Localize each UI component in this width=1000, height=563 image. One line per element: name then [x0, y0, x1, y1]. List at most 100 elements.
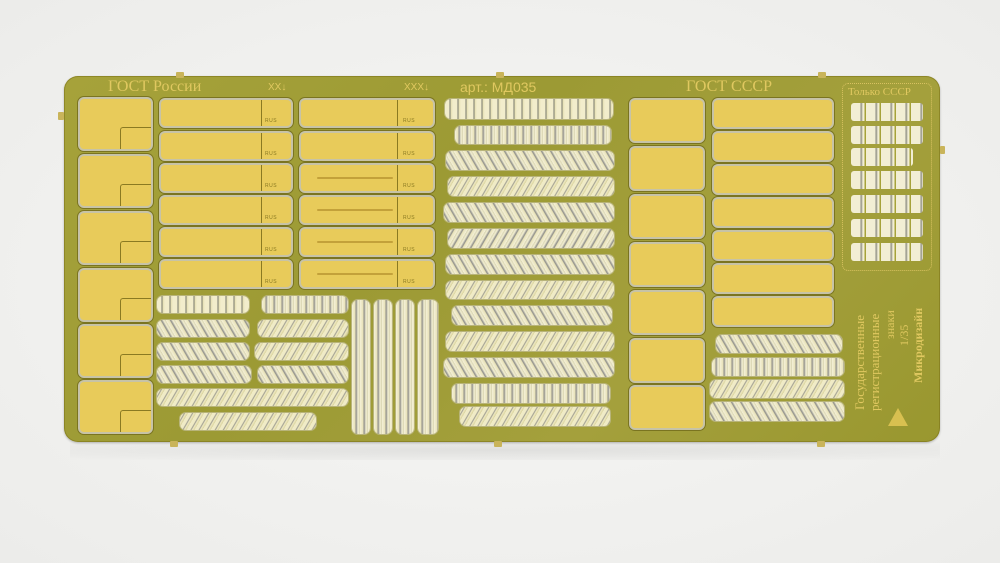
- rus-mark: RUS: [265, 279, 278, 285]
- sheet-tab: [817, 441, 825, 447]
- character-strip: [455, 126, 611, 144]
- letter-row: [851, 219, 923, 237]
- plate-ussr-long: [714, 166, 832, 193]
- rus-mark: RUS: [265, 215, 278, 221]
- microdesign-logo-icon: [888, 408, 908, 426]
- sheet-tab: [170, 441, 178, 447]
- character-strip: [448, 177, 614, 196]
- letter-row: [851, 243, 923, 261]
- only-ussr-box: [842, 83, 932, 271]
- plate-rus: RUS: [161, 133, 291, 159]
- desc-line-3: знаки: [883, 310, 897, 340]
- rus-mark: RUS: [403, 279, 416, 285]
- plate-rus: RUS: [161, 261, 291, 287]
- letter-row: [851, 195, 923, 213]
- rus-mark: RUS: [265, 151, 278, 157]
- character-strip: [452, 306, 612, 325]
- plate-square: [80, 270, 151, 320]
- label-gost-russia: ГОСТ России: [108, 78, 202, 95]
- plate-ussr-square: [631, 340, 703, 381]
- character-strip: [444, 358, 614, 377]
- character-strip: [716, 335, 842, 353]
- character-strip: [446, 332, 614, 351]
- rus-mark: RUS: [265, 247, 278, 253]
- character-strip: [157, 366, 251, 383]
- plate-ussr-long: [714, 100, 832, 127]
- vertical-description: Микродизайн: [911, 290, 925, 400]
- character-strip-vertical: [374, 300, 392, 434]
- plate-ussr-square: [631, 292, 703, 333]
- plate-ussr-square: [631, 148, 703, 189]
- plate-ussr-square: [631, 196, 703, 237]
- character-strip-vertical: [352, 300, 370, 434]
- plate-rus: RUS: [301, 100, 433, 126]
- plate-ussr-long: [714, 199, 832, 226]
- rus-mark: RUS: [403, 247, 416, 253]
- label-article: арт.: МД035: [460, 79, 537, 95]
- rus-mark: RUS: [265, 118, 278, 124]
- character-strip: [258, 366, 348, 383]
- character-strip: [446, 281, 614, 299]
- desc-line-2: регистрационные: [867, 313, 882, 412]
- plate-rus: RUS: [161, 165, 291, 191]
- character-strip: [258, 320, 348, 337]
- character-strip: [180, 413, 316, 430]
- plate-ussr-square: [631, 100, 703, 141]
- character-strip: [262, 296, 348, 313]
- plate-square: [80, 213, 151, 263]
- sheet-tab: [496, 72, 504, 78]
- letter-row: [851, 171, 923, 189]
- vertical-description: знаки: [883, 290, 897, 360]
- vertical-description: 1/35: [897, 290, 911, 380]
- letter-row: [851, 148, 913, 166]
- character-strip: [460, 407, 610, 426]
- character-strip: [710, 402, 844, 421]
- plate-ussr-square: [631, 244, 703, 285]
- plate-square: [80, 382, 151, 432]
- rus-mark: RUS: [403, 183, 416, 189]
- desc-line-1: Государственные: [852, 314, 867, 411]
- character-strip: [452, 384, 610, 403]
- plate-rus: RUS: [301, 229, 433, 255]
- character-strip: [445, 99, 613, 119]
- plate-rus: RUS: [161, 100, 291, 126]
- plate-rus: RUS: [301, 261, 433, 287]
- character-strip-vertical: [396, 300, 414, 434]
- plate-ussr-square: [631, 387, 703, 428]
- plate-ussr-long: [714, 232, 832, 259]
- sheet-tab: [494, 441, 502, 447]
- desc-line-5: Микродизайн: [911, 307, 925, 383]
- plate-rus: RUS: [161, 229, 291, 255]
- label-xx: XX↓: [268, 82, 287, 93]
- letter-row: [851, 103, 923, 121]
- label-xxx: XXX↓: [404, 82, 430, 93]
- character-strip: [157, 296, 249, 313]
- sheet-tab: [58, 112, 64, 120]
- letter-row: [851, 126, 923, 144]
- label-only-ussr: Только СССР: [848, 86, 911, 98]
- vertical-description: регистрационные: [867, 290, 882, 435]
- character-strip: [710, 380, 844, 398]
- character-strip: [157, 320, 249, 337]
- rus-mark: RUS: [403, 215, 416, 221]
- plate-rus: RUS: [301, 197, 433, 223]
- character-strip: [157, 343, 249, 360]
- character-strip: [157, 389, 348, 406]
- plate-square: [80, 326, 151, 376]
- character-strip: [712, 358, 844, 376]
- sheet-tab: [818, 72, 826, 78]
- sheet-tab: [940, 146, 945, 154]
- rus-mark: RUS: [265, 183, 278, 189]
- sheet-shadow: [70, 440, 940, 460]
- label-gost-ussr: ГОСТ СССР: [686, 78, 772, 95]
- plate-ussr-long: [714, 133, 832, 160]
- sheet-tab: [176, 72, 184, 78]
- character-strip: [446, 151, 614, 170]
- character-strip: [448, 229, 614, 248]
- rus-mark: RUS: [403, 151, 416, 157]
- character-strip: [255, 343, 348, 360]
- rus-mark: RUS: [403, 118, 416, 124]
- character-strip-vertical: [418, 300, 438, 434]
- plate-ussr-long: [714, 298, 832, 325]
- character-strip: [446, 255, 614, 274]
